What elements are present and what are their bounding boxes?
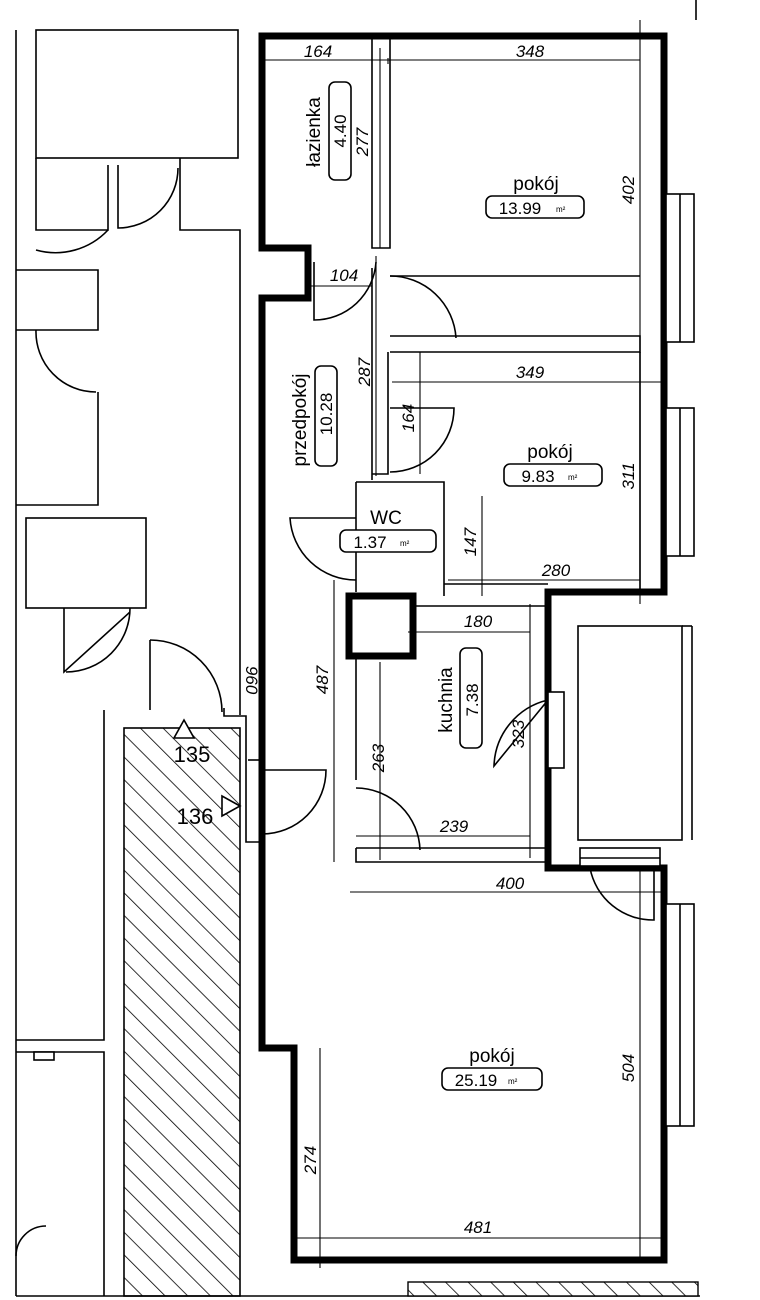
room-area-przedpokoj: 10.28 bbox=[317, 393, 336, 436]
balcony bbox=[577, 625, 693, 867]
room-area-lazienka: 4.40 bbox=[331, 114, 350, 147]
marker-136: 136 bbox=[177, 794, 242, 829]
dim-147: 147 bbox=[461, 527, 480, 556]
dim-960: 960 bbox=[242, 666, 261, 695]
marker-135: 135 bbox=[172, 718, 211, 767]
dim-164-top: 164 bbox=[304, 42, 332, 61]
apartment-walls bbox=[258, 32, 668, 1264]
room-area-kuchnia: 7.38 bbox=[463, 683, 482, 716]
dim-311: 311 bbox=[619, 462, 638, 489]
room-name-przedpokoj: przedpokój bbox=[290, 374, 311, 467]
dim-487: 487 bbox=[313, 665, 332, 694]
room-area-pokoj-top: 13.99 bbox=[499, 199, 542, 218]
room-unit-wc: m² bbox=[400, 539, 410, 548]
room-area-pokoj-mid: 9.83 bbox=[521, 467, 554, 486]
room-unit-pokoj-big: m² bbox=[508, 1077, 518, 1086]
dim-400: 400 bbox=[496, 874, 525, 893]
dim-180: 180 bbox=[464, 612, 493, 631]
room-area-wc: 1.37 bbox=[353, 533, 386, 552]
dim-349: 349 bbox=[516, 363, 545, 382]
dim-274: 274 bbox=[301, 1146, 320, 1175]
room-name-pokoj-mid: pokój bbox=[527, 442, 572, 463]
dim-277: 277 bbox=[353, 127, 372, 157]
marker-135-label: 135 bbox=[174, 742, 211, 767]
triangle-up-icon bbox=[172, 718, 196, 739]
marker-136-label: 136 bbox=[177, 804, 214, 829]
dim-504: 504 bbox=[619, 1054, 638, 1082]
triangle-right-icon bbox=[221, 794, 242, 818]
room-name-pokoj-big: pokój bbox=[469, 1046, 514, 1067]
room-area-pokoj-big: 25.19 bbox=[455, 1071, 498, 1090]
dim-287: 287 bbox=[355, 357, 374, 387]
room-name-pokoj-top: pokój bbox=[513, 174, 558, 195]
room-name-kuchnia: kuchnia bbox=[436, 667, 457, 733]
dim-280: 280 bbox=[541, 561, 571, 580]
dim-104: 104 bbox=[330, 266, 358, 285]
dimension-lines bbox=[262, 20, 664, 1268]
dim-481: 481 bbox=[464, 1218, 492, 1237]
dim-239: 239 bbox=[439, 817, 469, 836]
room-unit-pokoj-top: m² bbox=[556, 205, 566, 214]
windows bbox=[547, 193, 695, 1127]
room-name-lazienka: łazienka bbox=[304, 97, 325, 167]
room-name-wc: WC bbox=[370, 508, 402, 529]
hatched-shaft bbox=[123, 727, 241, 1297]
doors bbox=[261, 261, 655, 921]
dim-323: 323 bbox=[509, 719, 528, 748]
dim-348: 348 bbox=[516, 42, 545, 61]
dim-263: 263 bbox=[369, 743, 388, 773]
room-unit-pokoj-mid: m² bbox=[568, 473, 578, 482]
dim-164-mid: 164 bbox=[399, 404, 418, 432]
dim-402: 402 bbox=[619, 175, 638, 204]
left-corridor bbox=[15, 29, 241, 1296]
